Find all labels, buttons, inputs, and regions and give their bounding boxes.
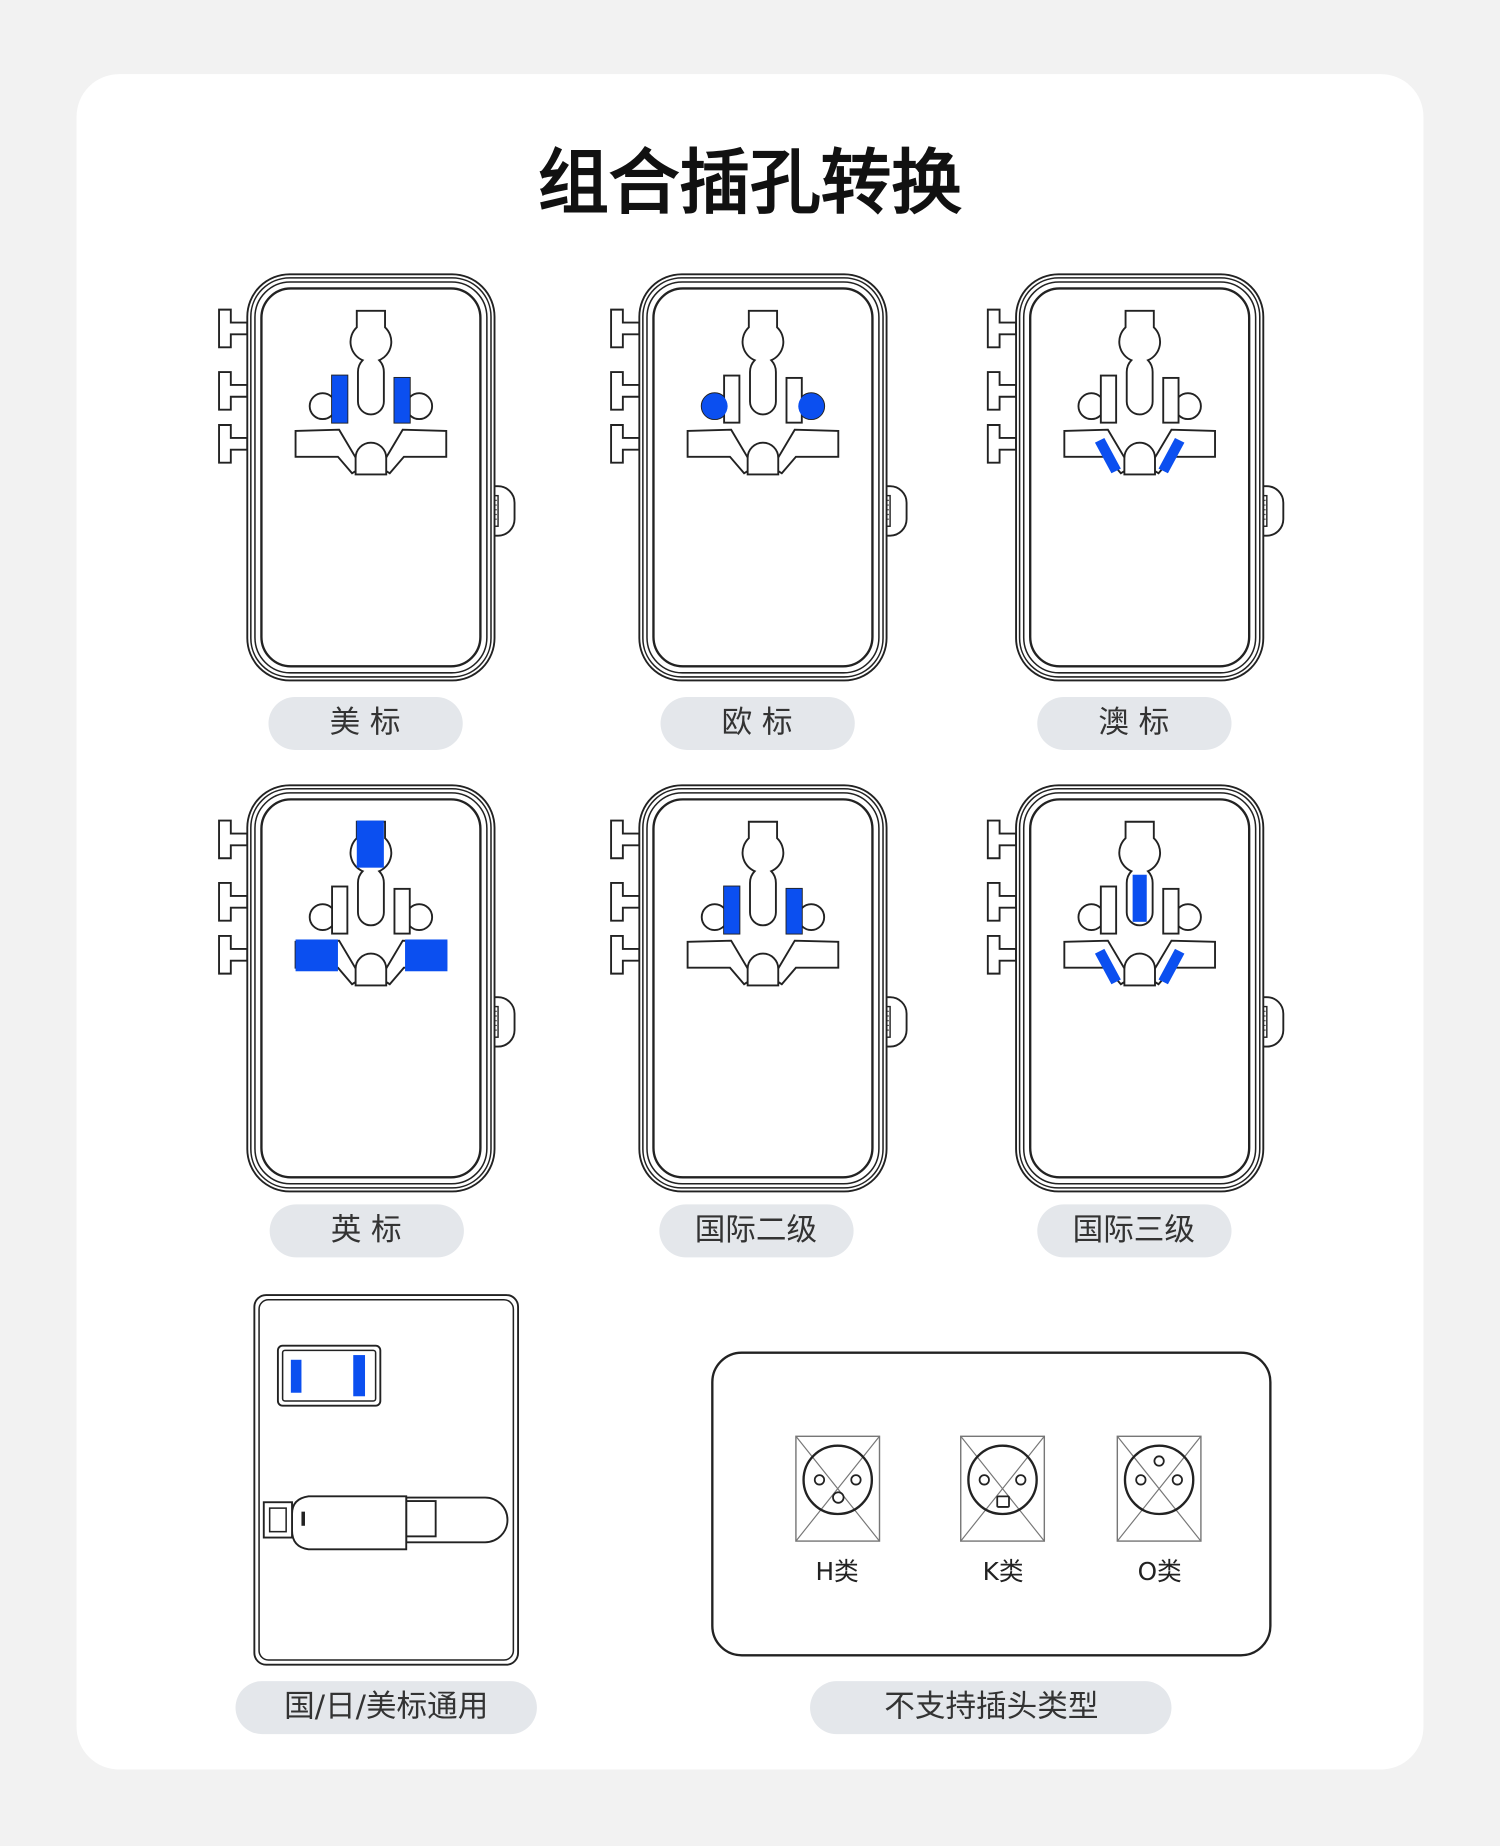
highlight-us-right-slot bbox=[394, 377, 410, 423]
label-pill-intl2: 国际二级 bbox=[659, 1204, 854, 1258]
plug-type-h-icon bbox=[794, 1435, 881, 1543]
plug-type-o-icon bbox=[1116, 1435, 1203, 1543]
socket-intl3 bbox=[986, 784, 1285, 1193]
label-au: 澳 标 bbox=[1098, 705, 1169, 740]
label-pill-unsupported: 不支持插头类型 bbox=[810, 1681, 1172, 1735]
highlight-intl2-left-slot bbox=[724, 886, 740, 934]
socket-au bbox=[986, 273, 1285, 682]
label-pill-intl3: 国际三级 bbox=[1037, 1204, 1232, 1258]
label-unsupported: 不支持插头类型 bbox=[884, 1690, 1098, 1725]
socket-eu bbox=[609, 273, 908, 682]
label-uk: 英 标 bbox=[331, 1213, 402, 1248]
plug-type-k-label: K类 bbox=[983, 1557, 1024, 1586]
label-intl2: 国际二级 bbox=[695, 1213, 817, 1248]
socket-intl2 bbox=[609, 784, 908, 1193]
highlight-au-right-blade bbox=[1158, 437, 1185, 474]
page-title: 组合插孔转换 bbox=[538, 141, 962, 224]
label-pill-uk: 英 标 bbox=[269, 1204, 464, 1258]
label-pill-universal: 国/日/美标通用 bbox=[235, 1681, 537, 1735]
plug-type-o-label: O类 bbox=[1138, 1557, 1182, 1586]
highlight-intl2-right-slot bbox=[786, 888, 802, 934]
highlight-intl3-center-pin bbox=[1132, 874, 1147, 922]
universal-device bbox=[253, 1294, 520, 1666]
label-pill-us: 美 标 bbox=[268, 696, 463, 750]
highlight-uk-right-pin bbox=[405, 939, 448, 972]
label-eu: 欧 标 bbox=[722, 705, 793, 740]
plug-type-k-icon bbox=[959, 1435, 1046, 1543]
highlight-universal-right-slot bbox=[353, 1355, 366, 1397]
highlight-us-left-slot bbox=[332, 375, 348, 423]
highlight-uk-left-pin bbox=[295, 939, 338, 972]
label-us: 美 标 bbox=[330, 705, 401, 740]
highlight-eu-left-pin bbox=[701, 393, 728, 420]
highlight-universal-left-slot bbox=[290, 1359, 302, 1393]
socket-us bbox=[217, 273, 516, 682]
label-pill-eu: 欧 标 bbox=[660, 696, 855, 750]
highlight-uk-top-pin bbox=[356, 820, 384, 868]
label-pill-au: 澳 标 bbox=[1037, 696, 1232, 750]
highlight-intl3-right-blade bbox=[1158, 948, 1185, 985]
socket-uk bbox=[217, 784, 516, 1193]
highlight-eu-right-pin bbox=[798, 393, 825, 420]
cable-plug-icon bbox=[262, 1495, 509, 1551]
label-intl3: 国际三级 bbox=[1073, 1213, 1195, 1248]
plug-type-h-label: H类 bbox=[815, 1557, 858, 1586]
highlight-au-left-blade bbox=[1094, 437, 1121, 474]
label-universal: 国/日/美标通用 bbox=[284, 1690, 488, 1725]
highlight-intl3-left-blade bbox=[1094, 948, 1121, 985]
